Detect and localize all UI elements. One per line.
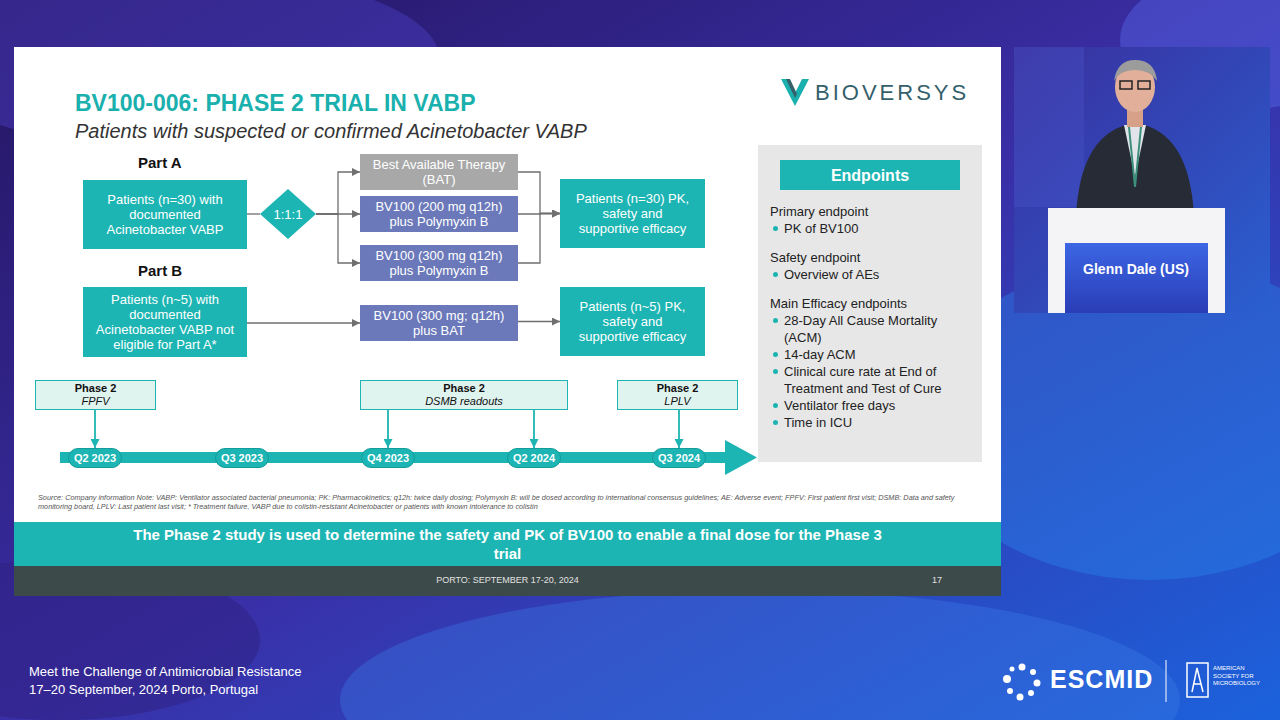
quarter-pill: Q4 2023 <box>361 448 415 468</box>
node-text: Patients (n~5) with documented Acinetoba… <box>95 292 235 352</box>
node-text: Patients (n=30) with documented Acinetob… <box>95 192 235 237</box>
company-logo: BIOVERSYS <box>815 80 969 106</box>
treatment-box: BV100 (300 mg; q12h) plus BAT <box>360 305 518 341</box>
node-text: Q2 2023 <box>74 452 116 464</box>
node-text: Q2 2024 <box>513 452 555 464</box>
quarter-pill: Q2 2023 <box>68 448 122 468</box>
connector <box>247 322 360 323</box>
endpoint-item: Clinical cure rate at End of Treatment a… <box>770 363 970 397</box>
node-text: Patients (n~5) PK, safety and supportive… <box>572 299 693 344</box>
summary-band: The Phase 2 study is used to determine t… <box>14 522 1001 566</box>
footer-text: PORTO: SEPTEMBER 17-20, 2024 <box>14 575 1001 585</box>
node-text: BV100 (300 mg; q12h) plus BAT <box>372 308 506 338</box>
connector <box>518 321 560 322</box>
treatment-box: BV100 (200 mg q12h) plus Polymyxin B <box>360 196 518 232</box>
conference-date: 17–20 September, 2024 Porto, Portugal <box>29 682 258 697</box>
quarter-pill: Q3 2023 <box>215 448 269 468</box>
patient-box: Patients (n~5) with documented Acinetoba… <box>83 287 247 357</box>
milestone-box: Phase 2LPLV <box>617 380 738 410</box>
connector <box>247 213 260 214</box>
connector <box>316 172 360 214</box>
endpoint-heading: Primary endpoint <box>770 203 868 220</box>
node-text: Phase 2 <box>657 382 699 395</box>
connector <box>316 214 360 263</box>
treatment-box: BV100 (300 mg q12h) plus Polymyxin B <box>360 245 518 281</box>
node-text: Q3 2024 <box>658 452 700 464</box>
organizer-logo: ESCMID <box>1050 665 1153 694</box>
connector <box>387 410 389 448</box>
quarter-pill: Q2 2024 <box>507 448 561 468</box>
node-text: The Phase 2 study is used to determine t… <box>124 525 891 563</box>
patient-box: Patients (n=30) with documented Acinetob… <box>83 180 247 249</box>
speaker-name: Glenn Dale (US) <box>1081 261 1191 278</box>
outcome-box: Patients (n=30) PK, safety and supportiv… <box>560 179 705 248</box>
society-logo: AMERICAN SOCIETY FOR MICROBIOLOGY <box>1213 665 1263 688</box>
timeline-arrow <box>725 440 757 475</box>
panel-header: Endpoints <box>780 160 960 190</box>
node-text: Q4 2023 <box>367 452 409 464</box>
part-heading: Part B <box>138 262 182 279</box>
slide-title: BV100-006: PHASE 2 TRIAL IN VABP <box>75 90 476 117</box>
milestone-box: Phase 2DSMB readouts <box>360 380 568 410</box>
randomization-diamond: 1:1:1 <box>260 189 316 239</box>
endpoint-item: Time in ICU <box>770 414 852 431</box>
source-note: Source: Company information Note: VABP: … <box>38 494 988 512</box>
node-text: Phase 2 <box>443 382 485 395</box>
logo-mark <box>786 79 797 98</box>
milestone-box: Phase 2FPFV <box>35 380 156 410</box>
endpoint-item: 28-Day All Cause Mortality (ACM) <box>770 312 970 346</box>
outcome-box: Patients (n~5) PK, safety and supportive… <box>560 287 705 356</box>
timeline-bar <box>60 452 728 463</box>
endpoint-item: Overview of AEs <box>770 266 879 283</box>
subtitle: Patients with suspected or confirmed Aci… <box>75 120 587 143</box>
connector <box>94 410 96 448</box>
node-text: Patients (n=30) PK, safety and supportiv… <box>572 191 693 236</box>
endpoint-item: 14-day ACM <box>770 346 856 363</box>
connector <box>518 214 560 264</box>
node-text: BV100 (200 mg q12h) plus Polymyxin B <box>372 199 506 229</box>
node-text: Phase 2 <box>75 382 117 395</box>
connector <box>533 410 535 448</box>
node-text: Best Available Therapy (BAT) <box>372 157 506 187</box>
quarter-pill: Q3 2024 <box>652 448 706 468</box>
node-text: BV100 (300 mg q12h) plus Polymyxin B <box>372 248 506 278</box>
footer-band: PORTO: SEPTEMBER 17-20, 202417 <box>14 566 1001 596</box>
conference-name: Meet the Challenge of Antimicrobial Resi… <box>29 664 301 679</box>
node-text: Endpoints <box>831 167 909 184</box>
endpoints-panel: Primary endpointPK of BV100Safety endpoi… <box>758 145 982 462</box>
part-heading: Part A <box>138 154 182 171</box>
logo-mark <box>781 79 809 106</box>
treatment-box: Best Available Therapy (BAT) <box>360 154 518 190</box>
endpoint-item: PK of BV100 <box>770 220 858 237</box>
node-text: Q3 2023 <box>221 452 263 464</box>
connector <box>678 410 680 448</box>
node-text: 1:1:1 <box>274 207 303 222</box>
endpoint-heading: Safety endpoint <box>770 249 860 266</box>
page-number: 17 <box>932 575 942 585</box>
node-text: LPLV <box>664 395 690 408</box>
connector <box>518 172 560 214</box>
endpoint-item: Ventilator free days <box>770 397 895 414</box>
endpoint-heading: Main Efficacy endpoints <box>770 295 907 312</box>
node-text: DSMB readouts <box>425 395 503 408</box>
node-text: FPFV <box>81 395 109 408</box>
